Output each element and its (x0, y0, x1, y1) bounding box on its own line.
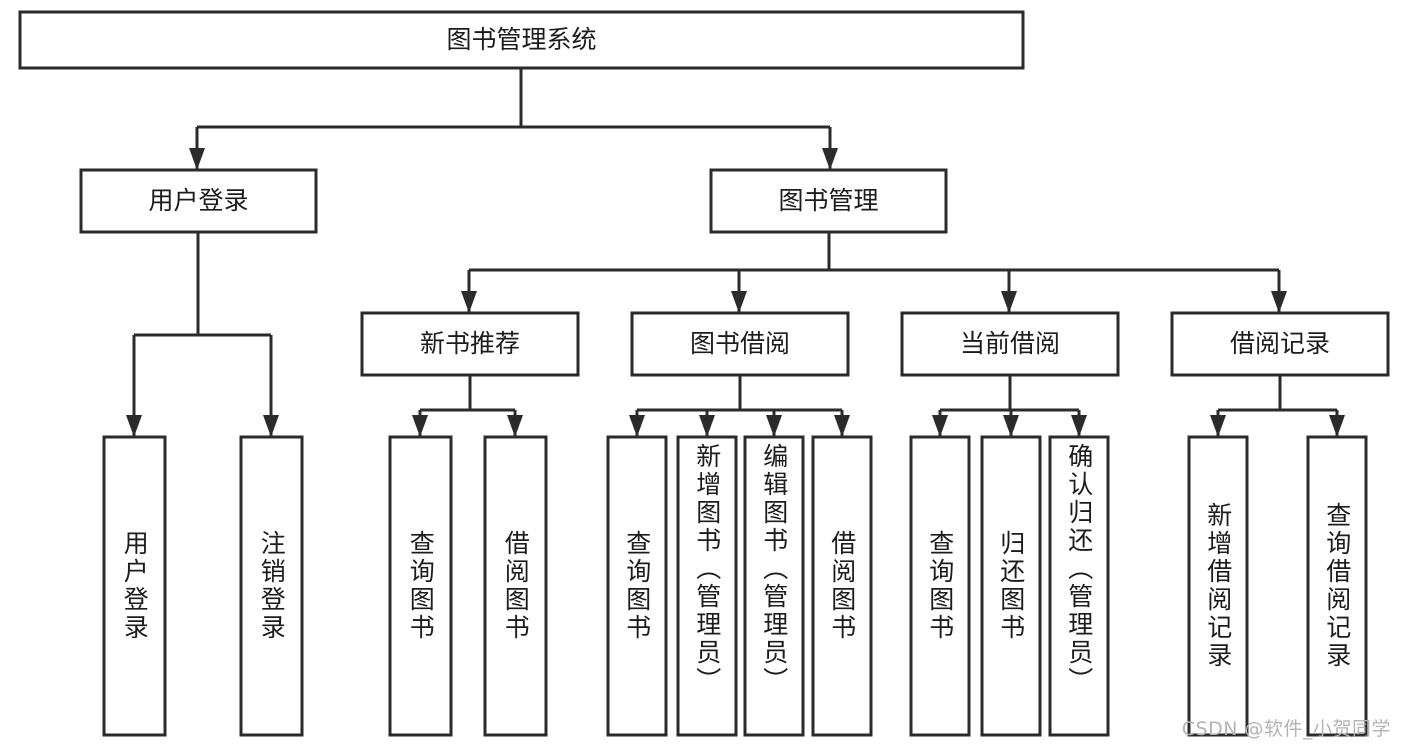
arrow-head-icon (699, 415, 715, 437)
node-box-leaf-query-record[interactable] (1306, 435, 1368, 737)
arrow-head-icon (461, 291, 477, 313)
node-box-leaf-edit-book[interactable] (743, 435, 805, 737)
arrow-head-icon (412, 415, 428, 437)
arrow-head-icon (766, 415, 782, 437)
arrow-head-icon (126, 415, 142, 437)
arrow-head-icon (822, 148, 838, 170)
node-box-leaf-return-book[interactable] (980, 435, 1042, 737)
node-label-root: 图书管理系统 (446, 25, 596, 54)
node-box-leaf-query-book-rec[interactable] (388, 435, 453, 737)
node-box-leaf-add-record[interactable] (1187, 435, 1249, 737)
watermark-text: CSDN @软件_小贺同学 (1181, 718, 1391, 740)
node-box-user-login[interactable] (79, 168, 318, 234)
node-box-leaf-add-book[interactable] (676, 435, 738, 737)
node-label-borrow-record: 借阅记录 (1230, 329, 1330, 358)
node-box-leaf-user-logout[interactable] (239, 435, 304, 737)
node-label-current-borrow: 当前借阅 (960, 329, 1060, 358)
node-box-leaf-borrow-book-rec[interactable] (483, 435, 548, 737)
node-box-leaf-query-book[interactable] (606, 435, 668, 737)
arrow-head-icon (1210, 415, 1226, 437)
arrow-head-icon (1271, 291, 1287, 313)
node-box-new-book-recommend[interactable] (360, 311, 580, 377)
arrow-head-icon (189, 148, 205, 170)
node-box-borrow-record[interactable] (1170, 311, 1390, 377)
connectors-layer (126, 68, 1345, 437)
arrow-head-icon (1003, 415, 1019, 437)
arrow-head-icon (1329, 415, 1345, 437)
node-label-new-book-recommend: 新书推荐 (420, 329, 520, 358)
arrow-head-icon (932, 415, 948, 437)
node-label-book-manage: 图书管理 (778, 186, 878, 215)
arrow-head-icon (629, 415, 645, 437)
node-box-book-manage[interactable] (709, 168, 948, 234)
arrow-head-icon (731, 291, 747, 313)
arrow-head-icon (507, 415, 523, 437)
node-box-root[interactable] (18, 10, 1025, 70)
node-box-leaf-borrow-book[interactable] (811, 435, 873, 737)
node-box-current-borrow[interactable] (900, 311, 1120, 377)
node-box-leaf-user-login[interactable] (102, 435, 167, 737)
node-box-leaf-query-book-cur[interactable] (909, 435, 971, 737)
node-box-book-borrow[interactable] (630, 311, 850, 377)
arrow-head-icon (834, 415, 850, 437)
arrow-head-icon (1071, 415, 1087, 437)
node-label-user-login: 用户登录 (148, 186, 248, 215)
node-box-leaf-confirm-return[interactable] (1048, 435, 1110, 737)
node-label-book-borrow: 图书借阅 (690, 329, 790, 358)
arrow-head-icon (263, 415, 279, 437)
arrow-head-icon (1001, 291, 1017, 313)
